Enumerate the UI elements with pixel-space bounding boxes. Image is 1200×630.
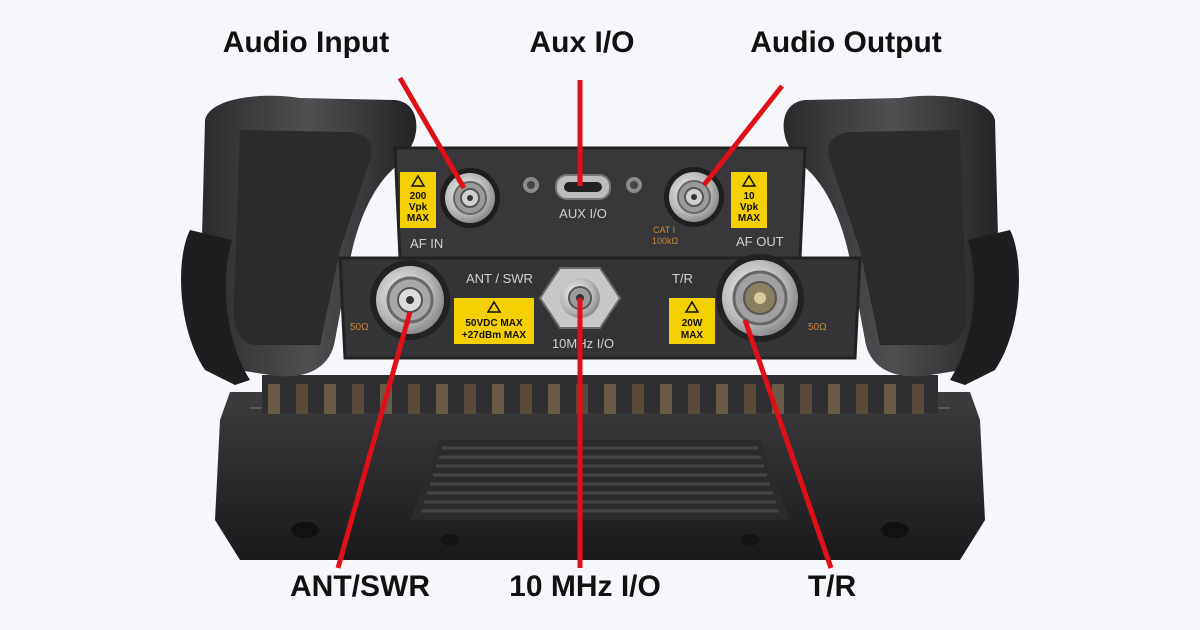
ant-swr-warning-line-2: +27dBm MAX bbox=[462, 330, 527, 341]
aux-io-callout: Aux I/O bbox=[529, 26, 635, 59]
heatsink-grille bbox=[410, 440, 790, 520]
af-out-warning-line-1: 10 bbox=[743, 191, 755, 202]
heatsink-fin bbox=[520, 384, 532, 414]
heatsink-fin bbox=[716, 384, 728, 414]
af-in-connector bbox=[440, 168, 500, 228]
af-in-warning: 200 Vpk MAX bbox=[400, 172, 436, 228]
t-r-warning: 20W MAX bbox=[669, 298, 715, 344]
heatsink-fin bbox=[884, 384, 896, 414]
ten-mhz-callout: 10 MHz I/O bbox=[509, 570, 661, 603]
heatsink-fin bbox=[744, 384, 756, 414]
audio-input-leader bbox=[397, 76, 467, 190]
heatsink-fin bbox=[436, 384, 448, 414]
heatsink-fin bbox=[296, 384, 308, 414]
cat-label: CAT I bbox=[653, 225, 675, 235]
ant-swr-connector bbox=[370, 260, 450, 340]
ohm-right-label: 50Ω bbox=[808, 322, 827, 333]
audio-output-callout: Audio Output bbox=[750, 26, 942, 59]
heatsink-fin bbox=[800, 384, 812, 414]
ant-swr-label: ANT / SWR bbox=[466, 271, 533, 286]
ten-mhz-label: 10MHz I/O bbox=[552, 336, 614, 351]
ant-swr-callout: ANT/SWR bbox=[290, 570, 430, 603]
af-out-warning: 10 Vpk MAX bbox=[731, 172, 767, 228]
heatsink-fin bbox=[268, 384, 280, 414]
aux-io-port bbox=[555, 174, 611, 200]
audio-input-callout: Audio Input bbox=[222, 26, 390, 59]
heatsink-fin bbox=[352, 384, 364, 414]
af-in-label: AF IN bbox=[410, 236, 443, 251]
left-handle bbox=[181, 95, 417, 385]
ant-swr-leader bbox=[335, 311, 413, 569]
af-in-warning-line-2: Vpk bbox=[409, 202, 428, 213]
impedance-label: 100kΩ bbox=[652, 236, 679, 246]
heatsink-fin bbox=[324, 384, 336, 414]
aux-io-label: AUX I/O bbox=[559, 206, 607, 221]
t-r-connector bbox=[716, 254, 804, 342]
heatsink-fin bbox=[660, 384, 672, 414]
af-out-warning-line-2: Vpk bbox=[740, 202, 759, 213]
heatsink-fin bbox=[632, 384, 644, 414]
af-in-warning-line-1: 200 bbox=[410, 191, 427, 202]
ant-swr-warning: 50VDC MAX +27dBm MAX bbox=[454, 298, 534, 344]
heatsink-fin bbox=[464, 384, 476, 414]
heatsink-fin bbox=[828, 384, 840, 414]
heatsink-fin bbox=[548, 384, 560, 414]
heatsink-fin bbox=[856, 384, 868, 414]
heatsink-fin bbox=[688, 384, 700, 414]
t-r-warning-line-1: 20W bbox=[682, 318, 703, 329]
aux-io-screw-left bbox=[523, 177, 539, 193]
t-r-warning-line-2: MAX bbox=[681, 330, 704, 341]
heatsink-fin bbox=[492, 384, 504, 414]
t-r-label: T/R bbox=[672, 271, 693, 286]
af-out-warning-line-3: MAX bbox=[738, 213, 761, 224]
t-r-callout: T/R bbox=[807, 570, 857, 603]
heatsink-fin bbox=[408, 384, 420, 414]
af-in-warning-line-3: MAX bbox=[407, 213, 430, 224]
heatsink-fin bbox=[604, 384, 616, 414]
ohm-left-label: 50Ω bbox=[350, 322, 369, 333]
aux-io-screw-right bbox=[626, 177, 642, 193]
af-out-label: AF OUT bbox=[736, 234, 784, 249]
audio-output-leader bbox=[702, 84, 784, 187]
right-handle bbox=[783, 95, 1019, 385]
body-holes bbox=[291, 522, 909, 546]
ant-swr-warning-line-1: 50VDC MAX bbox=[465, 318, 523, 329]
t-r-leader bbox=[742, 319, 834, 569]
af-out-connector bbox=[664, 167, 724, 227]
heatsink-fin bbox=[912, 384, 924, 414]
